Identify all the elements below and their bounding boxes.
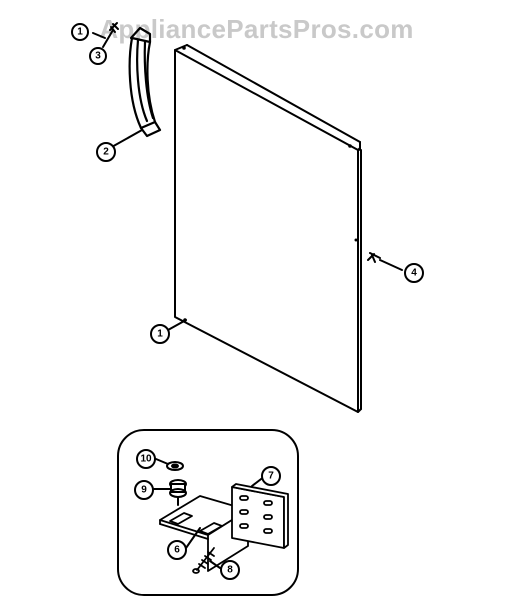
leader-line-handle (109, 129, 143, 149)
door-screw (367, 252, 403, 271)
callout-circle-handle-screw (89, 47, 107, 65)
door-panel (174, 44, 362, 413)
callout-circle-hinge (167, 540, 187, 560)
handle-screw (102, 22, 119, 48)
callout-number-handle: 2 (103, 147, 109, 158)
callout-number-hinge: 6 (174, 545, 180, 556)
washer (166, 461, 184, 471)
watermark: AppliancePartsPros.com (99, 14, 414, 44)
callout-circle-door (150, 324, 170, 344)
callout-circle-handle (96, 142, 116, 162)
leader-line-hinge (185, 527, 201, 549)
callout-circle-washer-top (71, 23, 89, 41)
callout-number-washer-top: 1 (77, 27, 83, 38)
hinge-inset-frame (117, 429, 299, 596)
door-handle (128, 26, 162, 138)
callout-circle-hinge-screw (220, 560, 240, 580)
leader-line-washer (155, 458, 169, 465)
leader-line-door (167, 319, 187, 331)
hinge-pin (169, 479, 187, 506)
callout-circle-washer (136, 449, 156, 469)
callout-number-hinge-pin: 9 (141, 485, 147, 496)
callout-number-door: 1 (157, 329, 163, 340)
callout-circle-hinge-pin (134, 480, 154, 500)
leader-line-washer-top (92, 32, 106, 39)
callout-number-washer: 10 (140, 454, 152, 465)
leader-line-screw (209, 560, 221, 569)
callout-number-hinge-screw: 8 (227, 565, 233, 576)
callout-circle-door-screw (404, 263, 424, 283)
callout-circle-hinge-plate (261, 466, 281, 486)
callout-number-hinge-plate: 7 (268, 471, 274, 482)
callout-number-door-screw: 4 (411, 268, 417, 279)
hinge-screw (192, 547, 215, 574)
callout-number-handle-screw: 3 (95, 51, 101, 62)
hinge-plate (231, 483, 289, 549)
